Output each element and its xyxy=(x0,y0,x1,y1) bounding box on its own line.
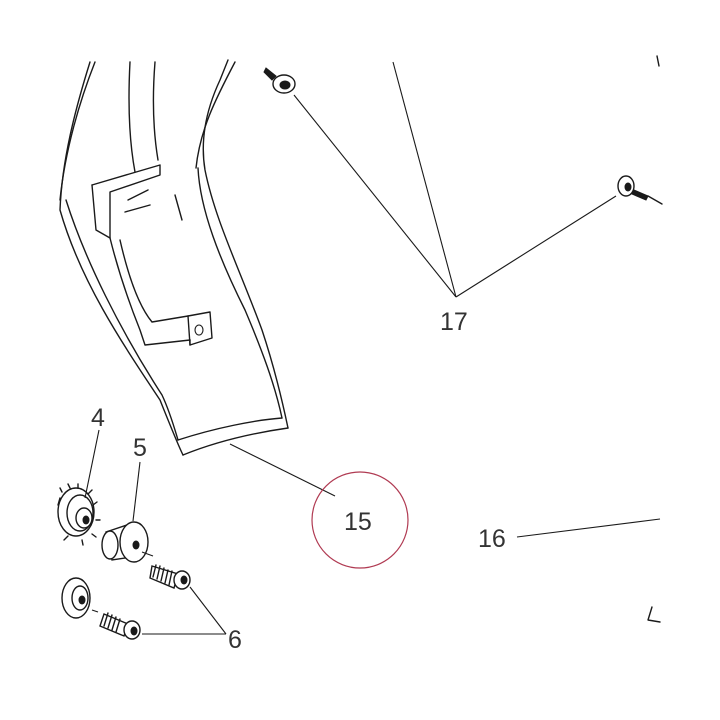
screw-top-right xyxy=(617,175,663,205)
highlight-circle-15 xyxy=(311,471,409,569)
bolt-upper xyxy=(149,564,191,590)
callout-16: 16 xyxy=(478,525,506,553)
callout-15: 15 xyxy=(344,508,372,536)
callout-6: 6 xyxy=(228,626,242,654)
screw-top-left xyxy=(263,67,296,94)
collar-spacer xyxy=(101,521,149,563)
callout-17: 17 xyxy=(440,308,468,336)
callout-5: 5 xyxy=(133,434,147,462)
leader-lines-6 xyxy=(142,586,227,635)
mounting-bracket xyxy=(91,164,213,346)
edge-fragment xyxy=(647,606,661,623)
bolt-upper-leader xyxy=(141,551,154,557)
leader-lines-17 xyxy=(293,61,617,298)
leader-line-15 xyxy=(229,443,336,497)
fender-panel xyxy=(59,59,289,456)
callout-4: 4 xyxy=(91,404,105,432)
leader-line-4 xyxy=(84,429,100,499)
leader-line-5 xyxy=(132,461,141,522)
rubber-grommet xyxy=(57,483,101,546)
leader-line-16 xyxy=(516,518,661,538)
washer-lower xyxy=(61,577,91,619)
bolt-lower xyxy=(99,612,141,640)
bolt-lower-leader xyxy=(91,609,99,613)
edge-mark xyxy=(656,55,660,67)
